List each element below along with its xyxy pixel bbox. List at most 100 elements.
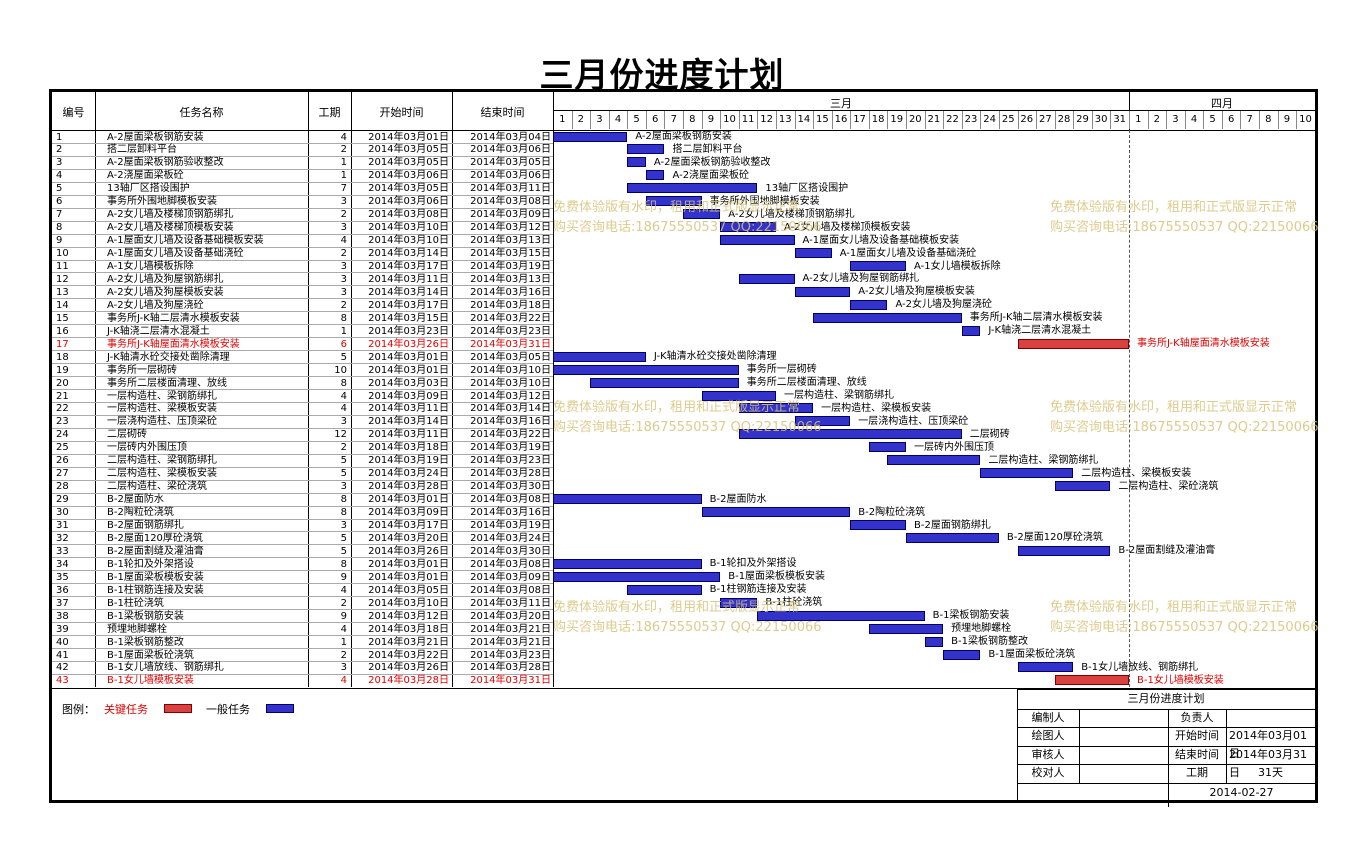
day-tick [738, 111, 740, 129]
task-duration: 2 [340, 209, 347, 221]
day-tick-label: 22 [946, 114, 959, 125]
task-name: 事务所一层砌砖 [107, 364, 177, 376]
row-line [52, 311, 553, 313]
task-name: 一层浇构造柱、压顶梁砼 [107, 416, 217, 428]
task-start: 2014年03月11日 [368, 403, 449, 415]
row-line [52, 337, 553, 339]
row-line [52, 285, 553, 287]
task-name: 一层砖内外围压顶 [107, 442, 187, 454]
task-name: 预埋地脚螺栓 [107, 623, 167, 635]
task-name: A-2女儿墙及楼梯顶模板安装 [107, 222, 234, 234]
gantt-bar-label: B-1梁板钢筋安装 [932, 610, 1010, 622]
task-start: 2014年03月21日 [368, 636, 449, 648]
task-end: 2014年03月08日 [470, 196, 551, 208]
task-id: 15 [56, 312, 69, 324]
gantt-bar [850, 520, 906, 530]
gantt-bar-label: 事务所外围地脚模板安装 [709, 195, 820, 207]
task-duration: 2 [340, 597, 347, 609]
task-end: 2014年03月22日 [470, 429, 551, 441]
task-duration: 5 [340, 532, 347, 544]
task-id: 35 [56, 571, 69, 583]
task-name: A-1屋面女儿墙及设备基础浇砼 [107, 248, 244, 260]
task-name: B-1屋面梁板砼浇筑 [107, 649, 194, 661]
day-tick [1054, 111, 1056, 129]
gantt-bar-label: B-2屋面钢筋绑扎 [914, 519, 991, 531]
gantt-bar [980, 468, 1074, 479]
day-tick-label: 21 [927, 114, 941, 125]
header-bottom-line [52, 130, 1315, 131]
task-duration: 2 [340, 144, 347, 156]
task-start: 2014年03月15日 [368, 312, 449, 324]
infobox-right-label: 开始时间 [1175, 729, 1219, 742]
task-name: 事务所J-K轴屋面清水模板安装 [107, 338, 240, 350]
task-start: 2014年03月14日 [368, 286, 449, 298]
task-id: 10 [56, 248, 69, 260]
task-start: 2014年03月01日 [368, 558, 449, 570]
day-tick [1240, 111, 1242, 129]
day-tick-label: 27 [1039, 114, 1052, 125]
day-tick-label: 9 [707, 114, 715, 125]
infobox-line [1017, 708, 1315, 710]
gantt-bar-label: 13轴厂区搭设围护 [765, 182, 849, 194]
gantt-bar-label: A-2屋面梁板钢筋安装 [635, 131, 732, 142]
task-start: 2014年03月05日 [368, 157, 449, 169]
gantt-bar-label: J-K轴浇二层清水混凝土 [988, 325, 1092, 337]
row-line [52, 635, 553, 637]
infobox-top [1017, 689, 1315, 690]
day-tick-label: 7 [1246, 114, 1253, 125]
task-duration: 8 [340, 507, 347, 519]
day-tick [1091, 111, 1093, 129]
task-duration: 3 [340, 662, 347, 674]
task-duration: 2 [340, 299, 347, 311]
row-line [52, 427, 553, 429]
task-start: 2014年03月06日 [368, 196, 449, 208]
gantt-bar [720, 597, 758, 608]
task-start: 2014年03月09日 [368, 507, 449, 519]
task-id: 9 [56, 235, 63, 247]
gantt-bar-label: A-1屋面女儿墙及设备基础模板安装 [802, 234, 960, 246]
day-tick [868, 111, 870, 129]
day-tick-label: 8 [689, 114, 696, 125]
task-name: 事务所二层楼面清理、放线 [107, 377, 227, 389]
task-name: B-1梁板钢筋整改 [107, 636, 184, 648]
watermark-3a: 免费体验版有水印，租用和正式版显示正常购买咨询电话:18675550537 QQ… [553, 600, 822, 635]
task-end: 2014年03月23日 [470, 325, 551, 337]
row-line [52, 440, 553, 442]
task-id: 31 [56, 520, 69, 531]
header-duration: 工期 [318, 106, 341, 119]
task-duration: 9 [340, 610, 347, 622]
task-end: 2014年03月06日 [470, 170, 551, 182]
day-tick [1277, 111, 1279, 129]
row-line [52, 505, 553, 507]
task-id: 33 [56, 545, 69, 557]
gantt-bar [553, 558, 702, 569]
task-name: 二层构造柱、梁砼浇筑 [107, 481, 207, 493]
watermark-3b: 免费体验版有水印，租用和正式版显示正常购买咨询电话:18675550537 QQ… [1050, 600, 1319, 635]
task-start: 2014年03月10日 [368, 222, 449, 234]
gantt-bar [850, 261, 906, 271]
day-tick-label: 7 [670, 114, 677, 125]
task-duration: 5 [340, 468, 347, 480]
gantt-bar-label: B-1柱钢筋连接及安装 [709, 584, 807, 596]
task-id: 28 [56, 481, 69, 493]
row-line [52, 401, 553, 403]
header-month-april: 四月 [1211, 97, 1233, 110]
gantt-bar [645, 170, 665, 181]
gantt-bar [1054, 481, 1111, 492]
month-boundary-dashed [1128, 130, 1130, 687]
task-duration: 5 [340, 351, 347, 363]
row-line [52, 660, 553, 662]
gantt-bar [924, 636, 944, 647]
task-end: 2014年03月19日 [470, 520, 551, 531]
task-id: 22 [56, 403, 69, 415]
gantt-bar-label: A-2浇屋面梁板砼 [672, 169, 750, 181]
task-end: 2014年03月31日 [470, 338, 551, 350]
day-tick-label: 28 [1057, 114, 1071, 125]
day-tick [794, 111, 796, 129]
row-line [52, 544, 553, 546]
gantt-bar [1017, 338, 1129, 349]
gantt-bar-label: 事务所J-K轴二层清水模板安装 [969, 312, 1103, 324]
task-end: 2014年03月21日 [470, 623, 551, 635]
day-tick [757, 111, 759, 129]
task-end: 2014年03月16日 [470, 286, 551, 298]
